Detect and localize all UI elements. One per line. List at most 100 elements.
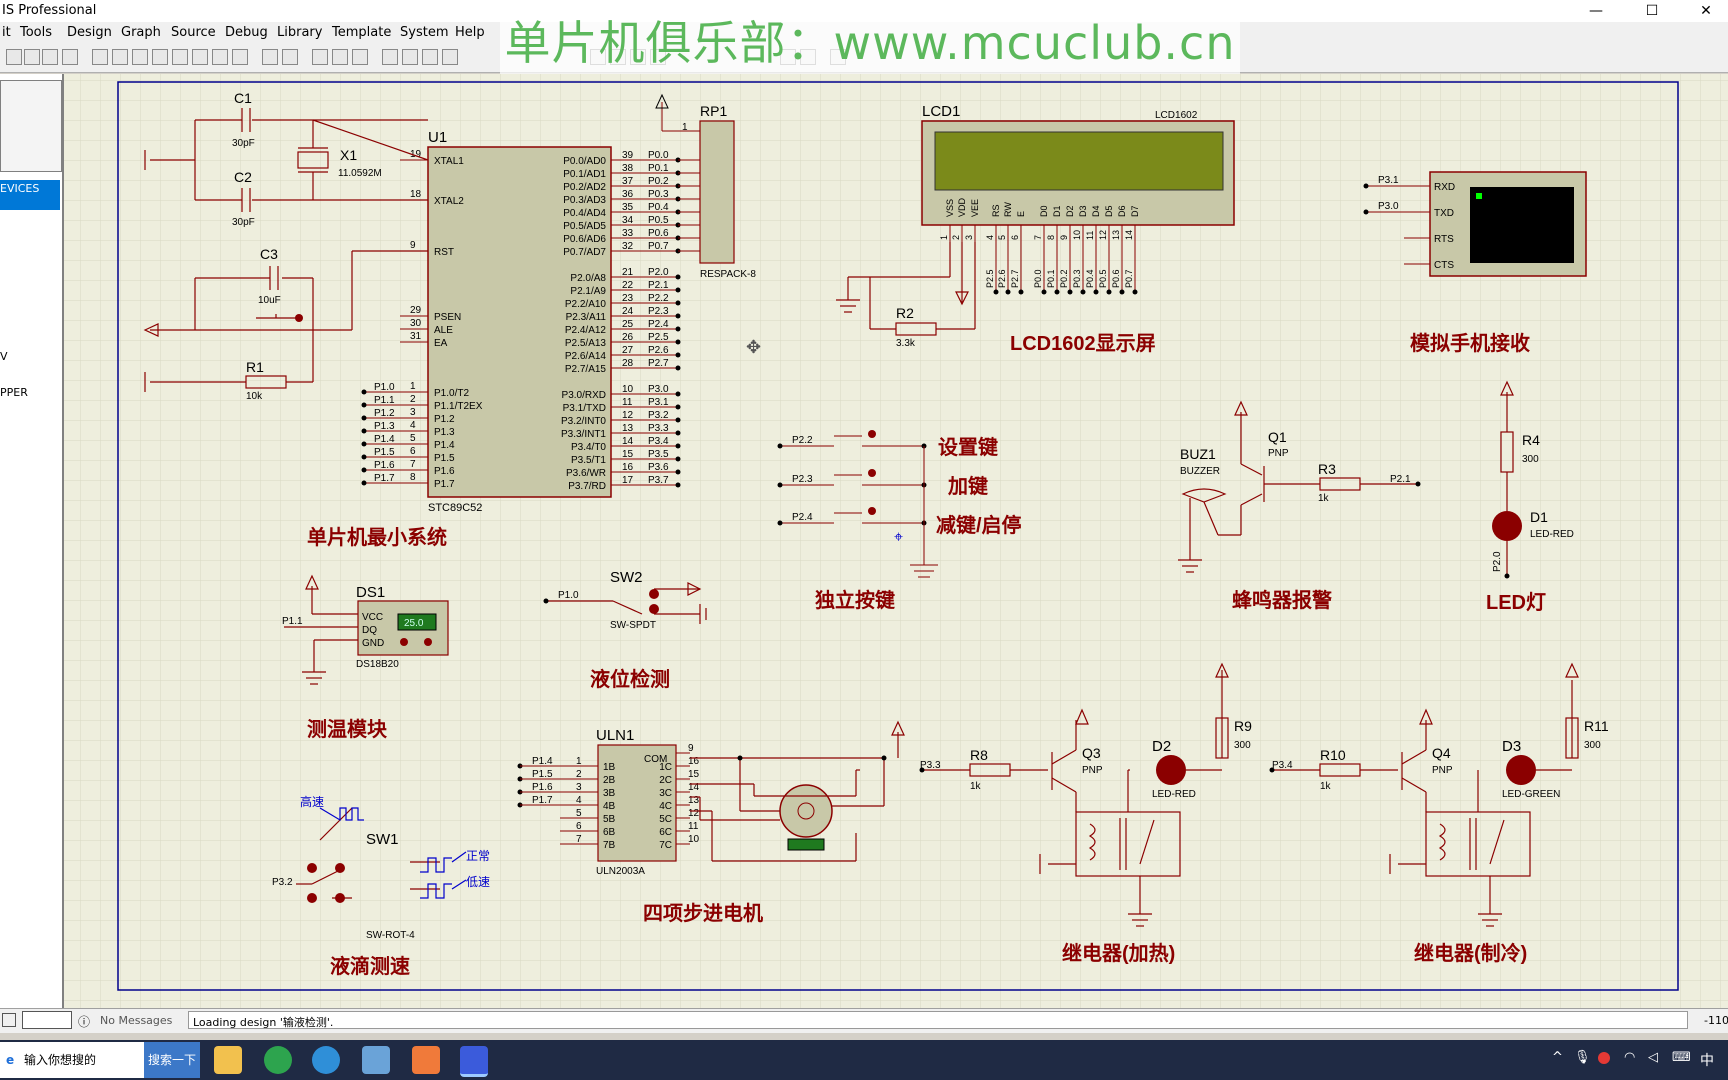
app-icon[interactable]: [362, 1046, 390, 1074]
u1-pin-num: 4: [410, 420, 416, 431]
sw2-contact-a[interactable]: [649, 589, 659, 599]
device-item[interactable]: V: [0, 350, 8, 363]
wifi-icon[interactable]: ◠: [1624, 1050, 1636, 1065]
browser-icon[interactable]: [264, 1046, 292, 1074]
u1-pin-num: 24: [622, 306, 634, 317]
microphone-icon[interactable]: 🎙: [1574, 1050, 1591, 1065]
minimize-button[interactable]: —: [1589, 3, 1603, 19]
net-label: P3.5: [648, 449, 669, 460]
device-list-selected[interactable]: [0, 198, 60, 210]
net-label: P3.1: [648, 397, 669, 408]
menu-edit[interactable]: it: [2, 25, 11, 40]
sw2-contact-b[interactable]: [649, 604, 659, 614]
zoom-in-icon[interactable]: [172, 49, 188, 65]
sw1-contact-2[interactable]: [335, 863, 345, 873]
overview-window[interactable]: [0, 80, 62, 172]
menu-debug[interactable]: Debug: [225, 25, 268, 40]
u1-pin-num: 23: [622, 293, 634, 304]
print-preview-icon[interactable]: [62, 49, 78, 65]
zoom-out-icon[interactable]: [192, 49, 208, 65]
q1-value: PNP: [1268, 448, 1289, 459]
sw2-ref: SW2: [610, 569, 643, 586]
stop-button[interactable]: [22, 1011, 72, 1029]
volume-icon[interactable]: ◁: [1648, 1050, 1658, 1065]
copy-icon[interactable]: [332, 49, 348, 65]
lcd-pin-name: VEE: [970, 199, 980, 217]
print-icon[interactable]: [42, 49, 58, 65]
ime-indicator[interactable]: 中: [1700, 1053, 1714, 1069]
menu-template[interactable]: Template: [332, 25, 392, 40]
block-copy-icon[interactable]: [382, 49, 398, 65]
ds1-reading: 25.0: [404, 618, 424, 629]
image-app-icon[interactable]: [412, 1046, 440, 1074]
lcd1602[interactable]: LCD1 LCD1602: [921, 103, 1235, 226]
u1-pin-name: P3.5/T1: [571, 455, 606, 466]
rp1-pin1: 1: [682, 122, 688, 133]
tray-chevron-icon[interactable]: ^: [1552, 1050, 1563, 1065]
ds18b20[interactable]: 25.0 VCC DQ GND DS1 DS18B20: [356, 584, 449, 670]
save-icon[interactable]: [24, 49, 40, 65]
keyboard-icon[interactable]: ⌨: [1672, 1050, 1691, 1065]
block-move-icon[interactable]: [402, 49, 418, 65]
net-label: P1.7: [374, 473, 395, 484]
u1-pin-name: P3.2/INT0: [561, 416, 606, 427]
menu-design[interactable]: Design: [67, 25, 112, 40]
pan-icon[interactable]: [152, 49, 168, 65]
key-button[interactable]: [868, 469, 876, 477]
search-app-icon[interactable]: [312, 1046, 340, 1074]
undo-icon[interactable]: [262, 49, 278, 65]
menu-library[interactable]: Library: [277, 25, 323, 40]
reset-button-dot: [295, 314, 303, 322]
u1-pin-name: P3.6/WR: [566, 468, 606, 479]
net-dot: [777, 443, 783, 449]
origin-icon[interactable]: [132, 49, 148, 65]
close-button[interactable]: ✕: [1700, 3, 1712, 19]
open-icon[interactable]: [6, 49, 22, 65]
menu-help[interactable]: Help: [455, 25, 485, 40]
net-dot: [675, 391, 681, 397]
u1-pin-name: P1.3: [434, 427, 455, 438]
rp1-respack[interactable]: RP1 RESPACK-8 1: [655, 93, 756, 280]
stepper-motor[interactable]: [779, 784, 833, 851]
grid-icon[interactable]: [112, 49, 128, 65]
zoom-area-icon[interactable]: [232, 49, 248, 65]
key-button[interactable]: [868, 507, 876, 515]
zoom-all-icon[interactable]: [212, 49, 228, 65]
u1-mcu[interactable]: U1 STC89C52: [427, 129, 612, 514]
messages-count[interactable]: No Messages: [100, 1014, 173, 1027]
independent-keys[interactable]: P2.2P2.3P2.4: [777, 430, 939, 578]
file-explorer-icon[interactable]: [214, 1046, 242, 1074]
block-rotate-icon[interactable]: [422, 49, 438, 65]
cut-icon[interactable]: [312, 49, 328, 65]
record-icon[interactable]: [1598, 1052, 1610, 1064]
search-button[interactable]: 搜索一下: [144, 1042, 200, 1078]
redo-icon[interactable]: [282, 49, 298, 65]
maximize-button[interactable]: ☐: [1645, 3, 1659, 19]
sw1-contact-1[interactable]: [307, 863, 317, 873]
net-label: P1.7: [532, 795, 553, 806]
isis-app-icon[interactable]: [460, 1046, 488, 1077]
sw1-contact-3[interactable]: [307, 893, 317, 903]
uln1-ref: ULN1: [596, 727, 634, 744]
section-relay-heat-label: 继电器(加热): [1062, 941, 1175, 965]
sw1-contact-4[interactable]: [335, 893, 345, 903]
x1-value: 11.0592M: [338, 168, 382, 179]
coordinate-readout: -110: [1704, 1014, 1728, 1027]
menu-tools[interactable]: Tools: [20, 25, 53, 40]
menu-source[interactable]: Source: [171, 25, 216, 40]
menu-graph[interactable]: Graph: [121, 25, 161, 40]
block-delete-icon[interactable]: [442, 49, 458, 65]
net-dot: [675, 404, 681, 410]
device-item[interactable]: PPER: [0, 386, 28, 399]
refresh-icon[interactable]: [92, 49, 108, 65]
pause-button[interactable]: [2, 1013, 16, 1027]
paste-icon[interactable]: [352, 49, 368, 65]
menu-system[interactable]: System: [400, 25, 449, 40]
schematic-svg[interactable]: U1 STC89C52 19XTAL118XTAL29RST29PSEN30AL…: [64, 74, 1728, 1008]
key-button[interactable]: [868, 430, 876, 438]
virtual-terminal[interactable]: [1429, 171, 1587, 277]
devices-header[interactable]: EVICES: [0, 180, 60, 198]
net-label: P2.2: [792, 435, 813, 446]
uln2003a[interactable]: ULN1 ULN2003A COM: [596, 727, 677, 877]
